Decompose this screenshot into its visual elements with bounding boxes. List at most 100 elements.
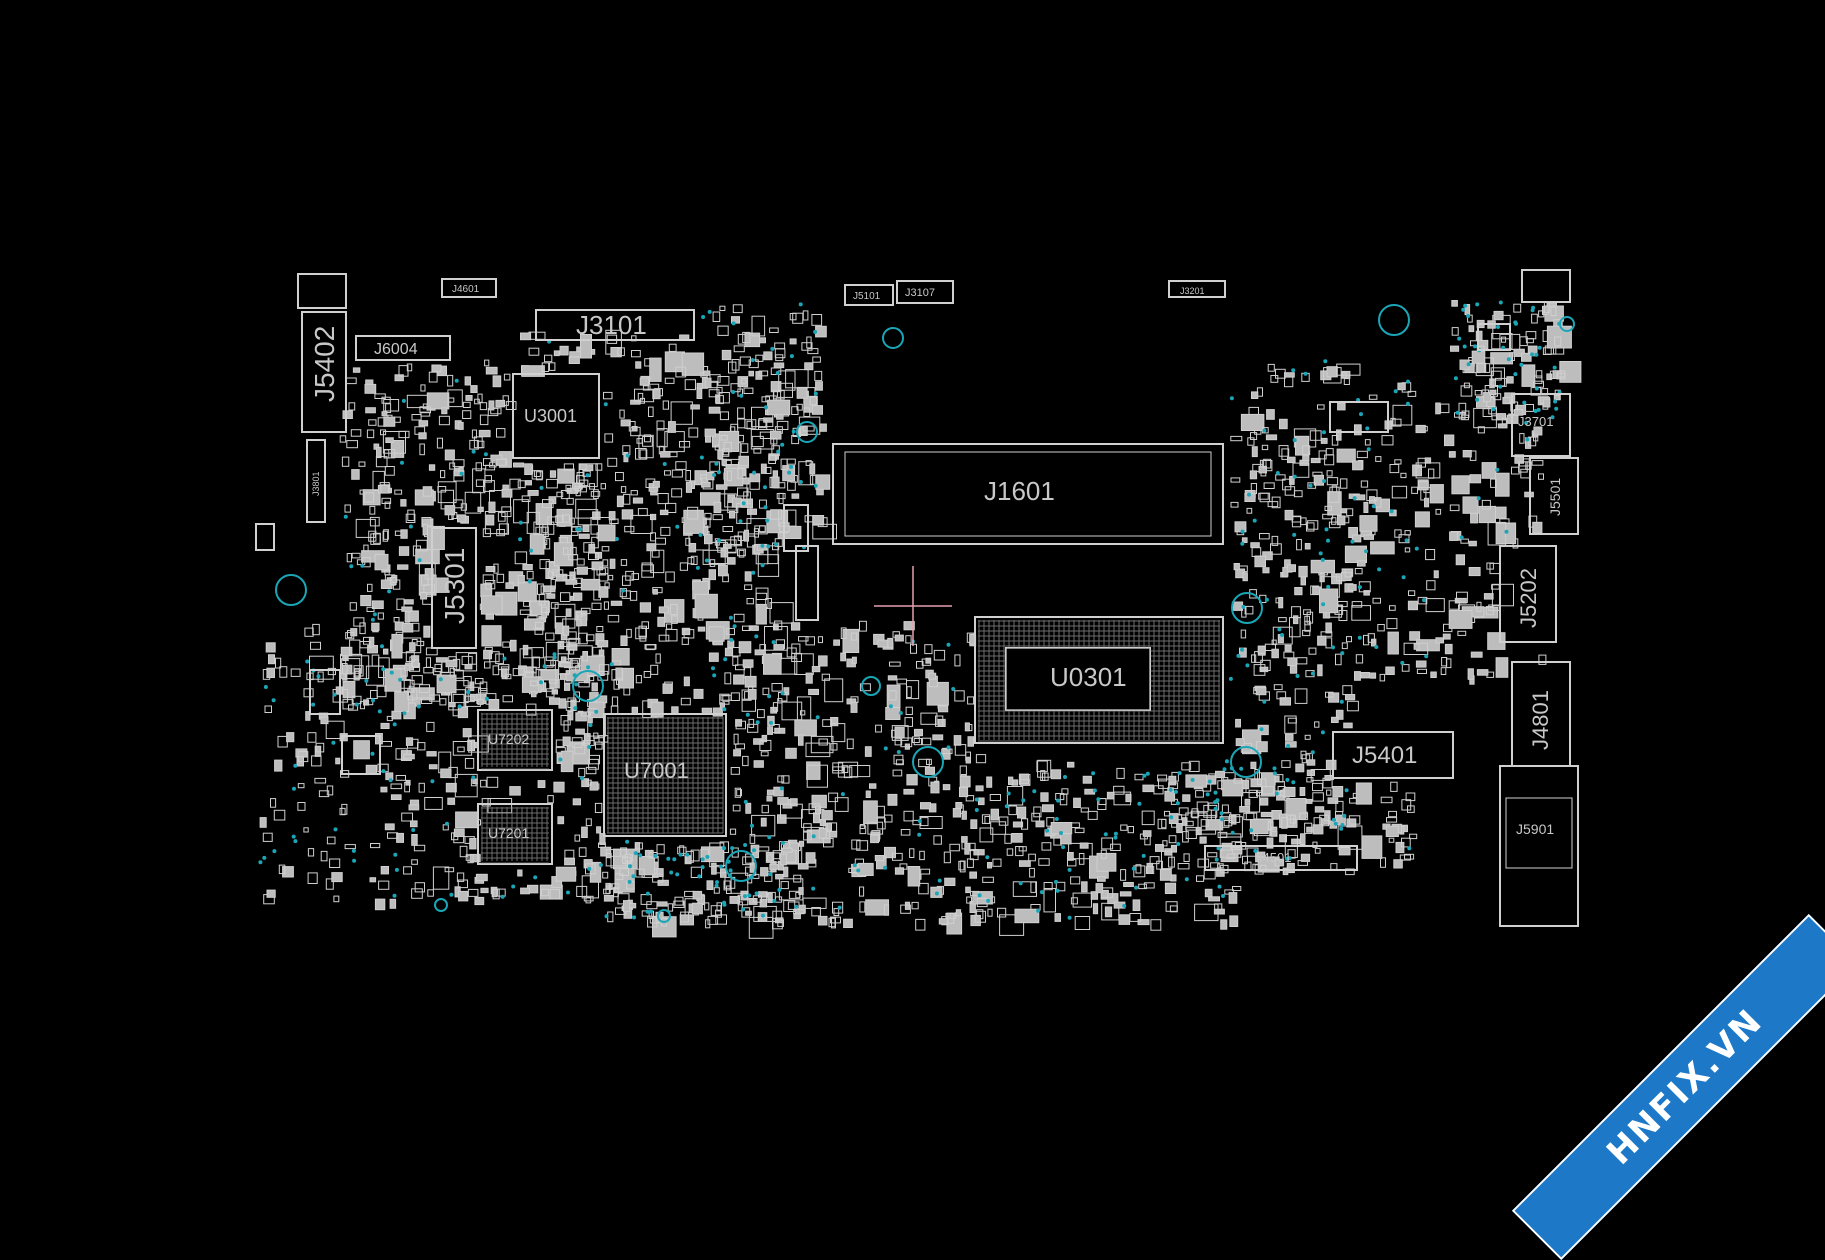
smd-pad: [397, 564, 409, 570]
smd-pad: [475, 462, 483, 472]
j5501-outline[interactable]: [1529, 457, 1579, 535]
j5202-outline[interactable]: [1499, 545, 1557, 643]
smd-pad: [1285, 733, 1294, 741]
test-point: [1113, 831, 1118, 836]
j3201-outline[interactable]: [1168, 280, 1226, 298]
test-point: [699, 455, 704, 460]
test-point: [380, 644, 384, 649]
smd-pad: [1310, 769, 1331, 781]
j5402-outline[interactable]: [301, 311, 347, 433]
smd-pad: [1409, 631, 1421, 641]
smd-pad: [982, 876, 994, 883]
smd-pad: [364, 492, 375, 503]
smd-pad: [525, 480, 532, 486]
smd-pad: [1489, 562, 1501, 575]
smd-pad: [1200, 819, 1209, 827]
smd-pad: [576, 566, 588, 575]
smd-pad: [440, 768, 452, 779]
smd-pad: [722, 526, 734, 532]
smd-pad: [681, 627, 691, 636]
j1601-outline[interactable]: [832, 443, 1224, 545]
test-point: [767, 835, 772, 840]
smd-pad: [418, 432, 427, 440]
test-point: [917, 832, 922, 837]
j3801-outline[interactable]: [306, 439, 326, 523]
smd-pad: [1244, 605, 1254, 615]
top-left-switch[interactable]: [297, 273, 347, 309]
smd-pad: [1294, 587, 1303, 596]
test-point: [558, 757, 563, 762]
smd-pad: [776, 493, 786, 500]
smd-pad: [418, 782, 425, 793]
u7001-outline[interactable]: [603, 713, 727, 837]
smd-pad: [712, 707, 723, 717]
smd-pad: [713, 501, 722, 514]
j4501-outline[interactable]: [1204, 845, 1358, 871]
smd-pad: [1501, 336, 1507, 343]
smd-pad: [720, 435, 728, 441]
smd-pad: [657, 493, 669, 505]
j3701-outline[interactable]: [1511, 393, 1571, 457]
test-point: [707, 309, 712, 314]
smd-pad: [383, 416, 396, 427]
test-point: [1228, 676, 1233, 681]
test-point: [258, 860, 263, 865]
smd-pad: [1261, 444, 1269, 451]
smd-pad: [828, 917, 836, 928]
smd-pad: [419, 406, 431, 414]
smd-pad: [742, 856, 754, 866]
smd-pad: [990, 821, 1007, 835]
smd-pad: [798, 840, 805, 847]
smd-pad: [576, 619, 582, 627]
smd-pad: [1344, 545, 1368, 563]
u7201-outline[interactable]: [477, 803, 553, 865]
test-point: [722, 846, 727, 851]
u3001-outline[interactable]: [512, 373, 600, 459]
smd-pad: [771, 476, 780, 489]
smd-pad: [1080, 807, 1090, 813]
top-right-switch[interactable]: [1521, 269, 1571, 303]
smd-pad: [1463, 382, 1470, 389]
j5301-outline[interactable]: [431, 527, 477, 649]
smd-pad: [429, 694, 441, 702]
smd-pad: [607, 457, 618, 467]
test-point: [398, 677, 403, 682]
smd-pad: [662, 683, 673, 694]
smd-pad: [789, 338, 797, 345]
test-point: [1245, 663, 1250, 668]
test-point: [539, 485, 544, 490]
u0301-die-cover: [1005, 647, 1151, 711]
smd-pad: [965, 756, 971, 764]
smd-pad: [1307, 520, 1319, 530]
smd-pad: [815, 381, 823, 391]
u7202-outline[interactable]: [477, 709, 553, 771]
smd-pad: [1004, 833, 1012, 844]
j5101-outline[interactable]: [844, 284, 894, 306]
smd-pad: [625, 570, 635, 581]
smd-pad: [944, 877, 956, 887]
smd-pad: [1331, 435, 1339, 446]
pcb-board-layout[interactable]: J3101 J5402 J6004 J4601 J5101 J3107 J320…: [0, 0, 1825, 1212]
j3107-outline[interactable]: [896, 280, 954, 304]
smd-pad: [1448, 451, 1456, 458]
j3101-outline[interactable]: [535, 309, 695, 341]
smd-pad: [380, 429, 387, 436]
smd-pad: [496, 529, 505, 537]
j5401-outline[interactable]: [1332, 731, 1454, 779]
smd-pad: [519, 648, 533, 668]
smd-pad: [351, 469, 360, 480]
smd-pad: [428, 764, 438, 770]
j4601-outline[interactable]: [441, 278, 497, 298]
j5901-outline[interactable]: [1499, 765, 1579, 927]
smd-pad: [1385, 825, 1399, 838]
smd-pad: [694, 593, 718, 619]
u0301-outline[interactable]: [974, 616, 1224, 744]
smd-pad: [551, 569, 564, 577]
j6004-outline[interactable]: [355, 335, 451, 361]
test-point: [760, 543, 765, 548]
test-point: [730, 846, 735, 851]
smd-pad: [1477, 426, 1485, 434]
smd-pad: [502, 695, 514, 703]
smd-pad: [1042, 804, 1054, 813]
